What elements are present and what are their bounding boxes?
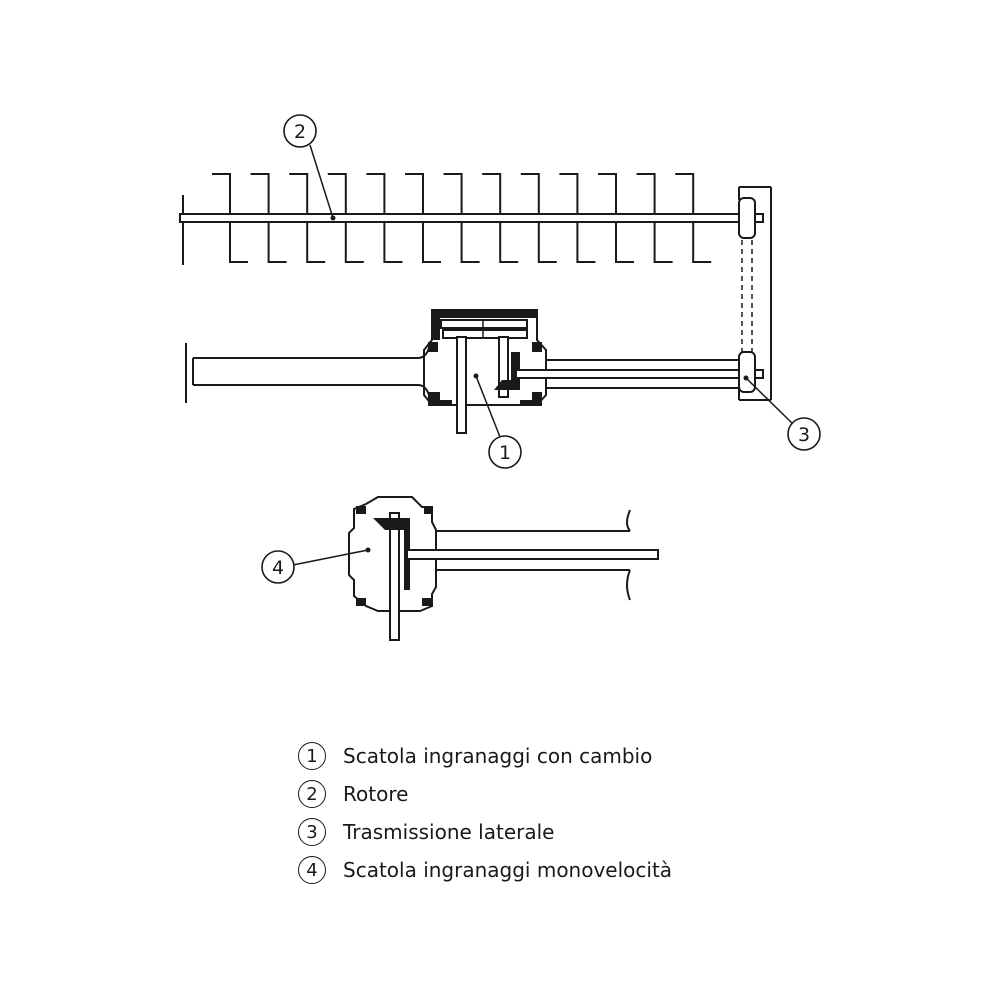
callout-side-drive: 3 <box>743 375 821 451</box>
rotor-blade-lower <box>383 222 403 263</box>
rotor-blade-lower <box>537 222 557 263</box>
legend-item: 2 Rotore <box>298 775 938 813</box>
rotor-pulley <box>738 197 756 239</box>
rotor-blade-upper <box>443 173 463 214</box>
rotor-blade-lower <box>460 222 480 263</box>
rotor-blade-upper <box>636 173 656 214</box>
rotor-blade-upper <box>289 173 309 214</box>
rotor-blade-lower <box>306 222 326 263</box>
callout-single-speed: 4 <box>261 547 371 584</box>
rotor-blade-lower <box>422 222 441 263</box>
callout-rotor: 2 <box>283 114 336 221</box>
rotor-blade-upper <box>598 173 617 214</box>
rotor-assembly <box>179 173 772 401</box>
single-speed-output-shaft <box>406 549 659 560</box>
legend-number-badge: 2 <box>298 780 326 808</box>
legend: 1 Scatola ingranaggi con cambio 2 Rotore… <box>298 737 938 889</box>
rotor-blade-lower <box>653 222 673 263</box>
gearbox-input-shaft <box>456 336 467 434</box>
rotor-blade-upper <box>559 173 579 214</box>
rotor-blade-lower <box>692 222 712 263</box>
legend-label: Scatola ingranaggi con cambio <box>343 744 653 768</box>
rotor-blade-upper <box>327 173 347 214</box>
rotor-blade-lower <box>576 222 596 263</box>
rotor-blade-lower <box>499 222 519 263</box>
rotor-blade-lower <box>615 222 634 263</box>
rotor-blade-upper <box>675 173 695 214</box>
rotor-blade-lower <box>344 222 364 263</box>
callout-4-number: 4 <box>272 557 284 579</box>
callout-1-number: 1 <box>499 442 511 464</box>
legend-item: 4 Scatola ingranaggi monovelocità <box>298 851 938 889</box>
rotor-blade-upper <box>250 173 270 214</box>
legend-label: Trasmissione laterale <box>343 820 555 844</box>
rotor-blade-upper <box>212 173 231 214</box>
legend-label: Rotore <box>343 782 409 806</box>
callout-2-number: 2 <box>294 121 306 143</box>
legend-item: 3 Trasmissione laterale <box>298 813 938 851</box>
rotor-blades <box>212 173 712 263</box>
legend-number-badge: 3 <box>298 818 326 846</box>
rotor-blade-upper <box>520 173 540 214</box>
legend-item: 1 Scatola ingranaggi con cambio <box>298 737 938 775</box>
gearbox-output-shaft <box>515 369 764 379</box>
callout-gearbox: 1 <box>473 373 522 469</box>
single-speed-input-shaft <box>389 512 400 641</box>
rotor-blade-upper <box>405 173 424 214</box>
rotor-blade-lower <box>229 222 248 263</box>
rotor-blade-lower <box>267 222 287 263</box>
rotor-blade-upper <box>482 173 502 214</box>
callout-3-number: 3 <box>798 424 810 446</box>
gearbox-with-gear-change <box>185 309 764 434</box>
rotor-blade-upper <box>366 173 386 214</box>
legend-label: Scatola ingranaggi monovelocità <box>343 858 673 882</box>
single-speed-gearbox <box>348 496 659 641</box>
legend-number-badge: 4 <box>298 856 326 884</box>
rotor-shaft <box>179 213 764 223</box>
side-drive-pulley <box>738 351 756 393</box>
legend-number-badge: 1 <box>298 742 326 770</box>
